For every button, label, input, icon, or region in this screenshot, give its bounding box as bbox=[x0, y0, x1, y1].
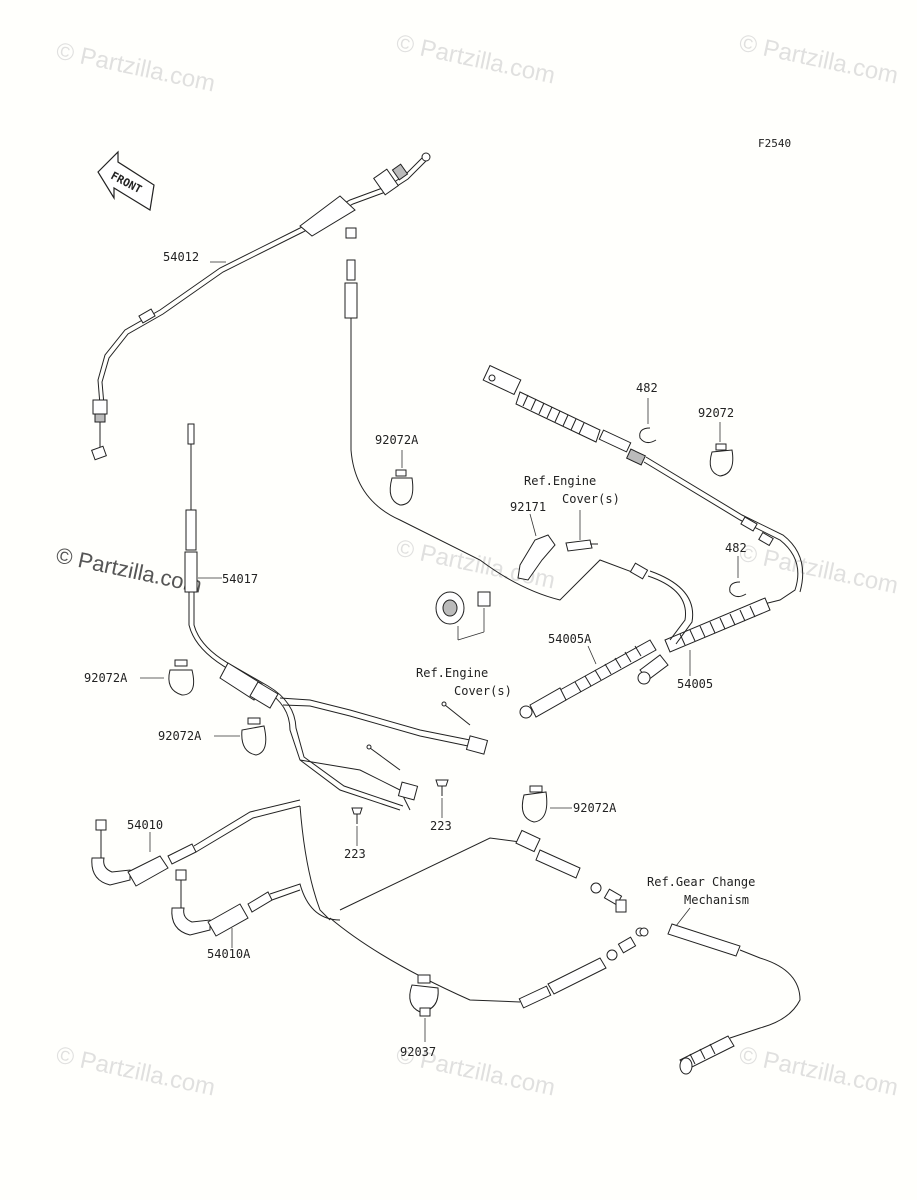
cable-ends bbox=[366, 701, 489, 801]
watermarks: © Partzilla.com © Partzilla.com © Partzi… bbox=[54, 29, 901, 1101]
leader bbox=[675, 907, 691, 927]
ref-engine-cover-2-line1: Ref.Engine bbox=[416, 666, 488, 680]
clamp-92072A-middle bbox=[389, 469, 414, 506]
gear-change-cable bbox=[639, 923, 801, 1075]
part-92072: 92072 bbox=[698, 406, 734, 420]
cable-54010A bbox=[171, 805, 341, 937]
clip-482-1 bbox=[639, 427, 657, 444]
watermark-dark: © Partzilla.com bbox=[54, 542, 204, 597]
ref-gear-change-line2: Mechanism bbox=[684, 893, 749, 907]
diagram-code: F2540 bbox=[758, 137, 791, 150]
clamp-92072 bbox=[709, 443, 734, 477]
part-92072A-1: 92072A bbox=[84, 671, 128, 685]
clip-482-2 bbox=[729, 581, 747, 598]
part-54017: 54017 bbox=[222, 572, 258, 586]
clamp-92072A-right bbox=[521, 785, 548, 823]
part-92072A-4: 92072A bbox=[573, 801, 617, 815]
bolt-223-1 bbox=[351, 807, 363, 824]
cable-54005A bbox=[519, 562, 694, 719]
part-223-1: 223 bbox=[344, 847, 366, 861]
part-54005: 54005 bbox=[677, 677, 713, 691]
part-54010: 54010 bbox=[127, 818, 163, 832]
part-482-2: 482 bbox=[725, 541, 747, 555]
ref-engine-cover-1-line2: Cover(s) bbox=[562, 492, 620, 506]
part-54005A: 54005A bbox=[548, 632, 592, 646]
watermark: © Partzilla.com bbox=[737, 1041, 901, 1101]
watermark: © Partzilla.com bbox=[737, 539, 901, 599]
cables-lower bbox=[329, 829, 645, 1009]
part-92171: 92171 bbox=[510, 500, 546, 514]
clamp-92072A-left-2 bbox=[241, 717, 267, 756]
part-54010A: 54010A bbox=[207, 947, 251, 961]
ref-engine-cover-1-line1: Ref.Engine bbox=[524, 474, 596, 488]
engine-cover-parts bbox=[435, 591, 491, 641]
watermark: © Partzilla.com bbox=[394, 29, 558, 89]
watermark: © Partzilla.com bbox=[54, 37, 218, 97]
cable-54010 bbox=[91, 799, 301, 887]
watermark: © Partzilla.com bbox=[737, 29, 901, 89]
ref-gear-change-line1: Ref.Gear Change bbox=[647, 875, 755, 889]
cable-upper-middle bbox=[344, 227, 641, 601]
part-54012: 54012 bbox=[163, 250, 199, 264]
leader bbox=[587, 645, 597, 665]
clamp-92072A-left-1 bbox=[168, 659, 195, 696]
part-223-2: 223 bbox=[430, 819, 452, 833]
cable-54017 bbox=[184, 423, 471, 811]
bolt-223-2 bbox=[435, 779, 449, 796]
part-92037: 92037 bbox=[400, 1045, 436, 1059]
part-92072A-2: 92072A bbox=[158, 729, 202, 743]
watermark: © Partzilla.com bbox=[54, 1041, 218, 1101]
cable-54012 bbox=[91, 152, 431, 461]
front-arrow-icon: FRONT bbox=[97, 150, 155, 211]
leader bbox=[529, 513, 537, 537]
ref-engine-cover-2-line2: Cover(s) bbox=[454, 684, 512, 698]
part-92072A-3: 92072A bbox=[375, 433, 419, 447]
bracket-92171 bbox=[517, 534, 598, 581]
cable-54005 bbox=[482, 364, 804, 685]
clamp-92037 bbox=[409, 974, 439, 1017]
part-482-1: 482 bbox=[636, 381, 658, 395]
